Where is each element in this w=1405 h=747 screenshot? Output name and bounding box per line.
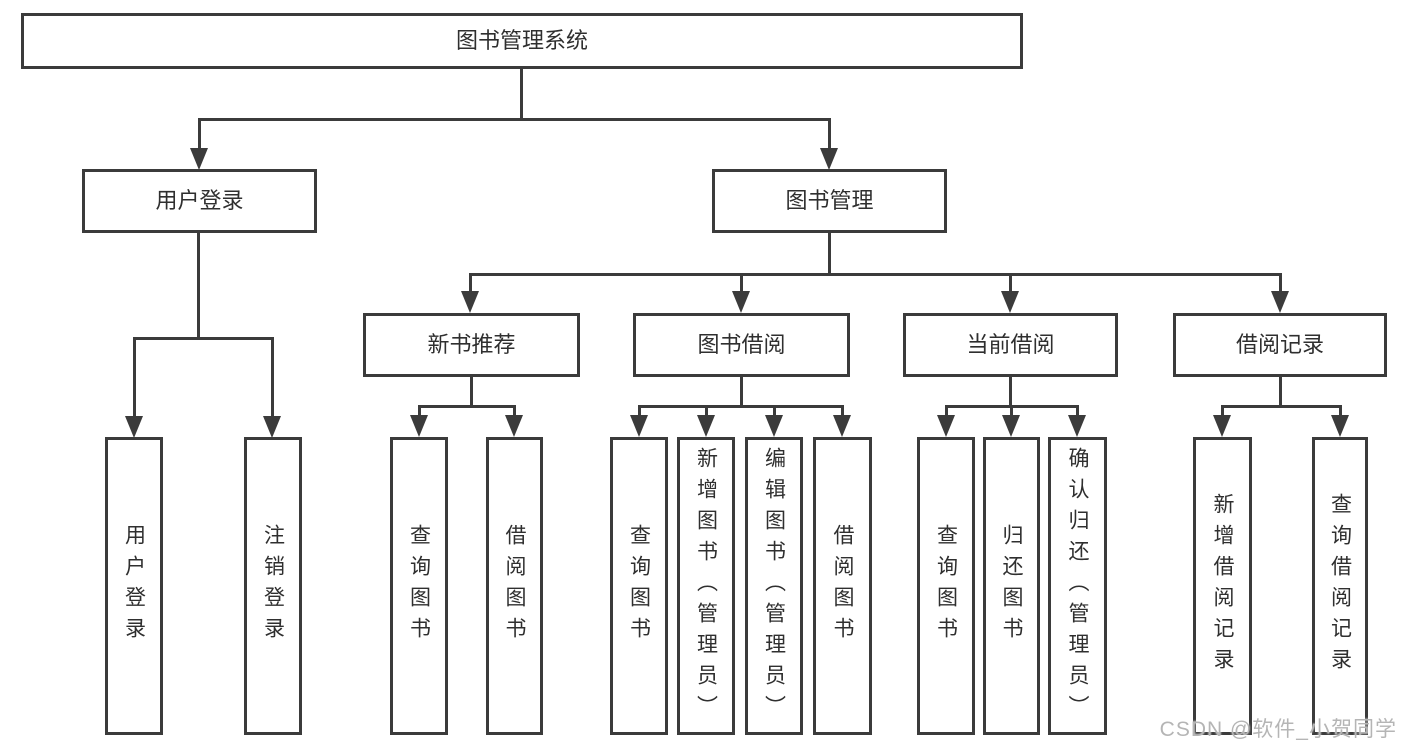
leaf-records-query: 查询借阅记录 bbox=[1312, 437, 1368, 735]
connector-line bbox=[841, 405, 844, 417]
arrow-down-icon bbox=[765, 415, 783, 437]
connector-line bbox=[1009, 273, 1012, 293]
arrow-down-icon bbox=[410, 415, 428, 437]
connector-line bbox=[828, 233, 831, 276]
connector-line bbox=[1279, 377, 1282, 405]
arrow-down-icon bbox=[263, 416, 281, 438]
connector-line bbox=[133, 337, 136, 417]
leaf-logout: 注销登录 bbox=[244, 437, 302, 735]
connector-line bbox=[740, 377, 743, 405]
arrow-down-icon bbox=[1001, 291, 1019, 313]
connector-line bbox=[705, 405, 708, 417]
arrow-down-icon bbox=[833, 415, 851, 437]
arrow-down-icon bbox=[820, 148, 838, 170]
connector-line bbox=[198, 118, 201, 149]
connector-line bbox=[418, 405, 515, 408]
arrow-down-icon bbox=[630, 415, 648, 437]
watermark: CSDN @软件_小贺同学 bbox=[1159, 718, 1397, 741]
connector-line bbox=[740, 273, 743, 293]
arrow-down-icon bbox=[1002, 415, 1020, 437]
connector-line bbox=[1221, 405, 1341, 408]
connector-line bbox=[1076, 405, 1079, 417]
connector-line bbox=[945, 405, 948, 417]
connector-line bbox=[773, 405, 776, 417]
arrow-down-icon bbox=[1068, 415, 1086, 437]
arrow-down-icon bbox=[461, 291, 479, 313]
connector-line bbox=[418, 405, 421, 417]
connector-line bbox=[1279, 273, 1282, 293]
leaf-newbooks-query: 查询图书 bbox=[390, 437, 448, 735]
connector-line bbox=[1221, 405, 1224, 417]
connector-line bbox=[1010, 405, 1013, 417]
arrow-down-icon bbox=[190, 148, 208, 170]
arrow-down-icon bbox=[1213, 415, 1231, 437]
node-user-login: 用户登录 bbox=[82, 169, 317, 233]
leaf-current-query: 查询图书 bbox=[917, 437, 975, 735]
node-root: 图书管理系统 bbox=[21, 13, 1023, 69]
leaf-borrowing-borrow: 借阅图书 bbox=[813, 437, 872, 735]
connector-line bbox=[1009, 377, 1012, 405]
arrow-down-icon bbox=[937, 415, 955, 437]
leaf-borrowing-add-admin: 新增图书（管理员） bbox=[677, 437, 735, 735]
arrow-down-icon bbox=[697, 415, 715, 437]
connector-line bbox=[638, 405, 641, 417]
connector-line bbox=[638, 405, 843, 408]
arrow-down-icon bbox=[1331, 415, 1349, 437]
connector-line bbox=[197, 233, 200, 337]
connector-line bbox=[469, 273, 472, 293]
arrow-down-icon bbox=[505, 415, 523, 437]
arrow-down-icon bbox=[732, 291, 750, 313]
node-borrowing-records: 借阅记录 bbox=[1173, 313, 1387, 377]
connector-line bbox=[513, 405, 516, 417]
node-book-management: 图书管理 bbox=[712, 169, 947, 233]
node-current-borrowing: 当前借阅 bbox=[903, 313, 1118, 377]
connector-line bbox=[1339, 405, 1342, 417]
leaf-user-login: 用户登录 bbox=[105, 437, 163, 735]
leaf-borrowing-edit-admin: 编辑图书（管理员） bbox=[745, 437, 803, 735]
connector-line bbox=[271, 337, 274, 417]
connector-line bbox=[520, 69, 523, 118]
connector-line bbox=[133, 337, 274, 340]
leaf-borrowing-query: 查询图书 bbox=[610, 437, 668, 735]
node-book-borrowing: 图书借阅 bbox=[633, 313, 850, 377]
arrow-down-icon bbox=[1271, 291, 1289, 313]
connector-line bbox=[469, 273, 1282, 276]
leaf-current-confirm-admin: 确认归还（管理员） bbox=[1048, 437, 1107, 735]
leaf-newbooks-borrow: 借阅图书 bbox=[486, 437, 543, 735]
leaf-records-add: 新增借阅记录 bbox=[1193, 437, 1252, 735]
connector-line bbox=[470, 377, 473, 405]
node-new-book-recommend: 新书推荐 bbox=[363, 313, 580, 377]
connector-line bbox=[198, 118, 831, 121]
leaf-current-return: 归还图书 bbox=[983, 437, 1040, 735]
connector-line bbox=[828, 118, 831, 149]
arrow-down-icon bbox=[125, 416, 143, 438]
